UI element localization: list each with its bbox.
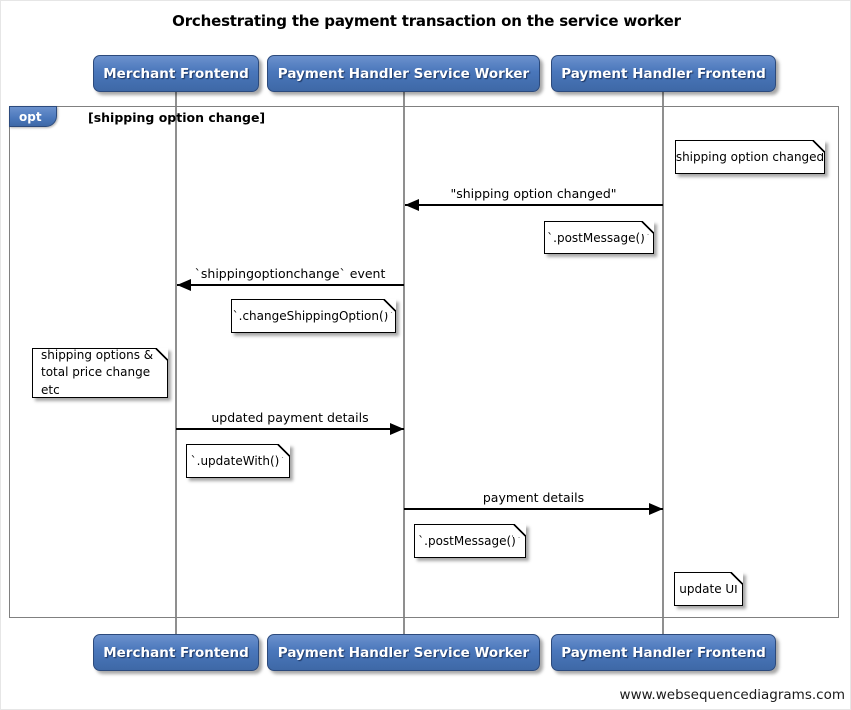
actor-bottom-payment-handler-service-worker: Payment Handler Service Worker: [267, 634, 540, 671]
message-4-label: payment details: [482, 490, 585, 505]
message-2-arrowhead-left-icon: [177, 279, 191, 291]
message-1-arrowhead-left-icon: [405, 199, 419, 211]
actor-top-payment-handler-service-worker: Payment Handler Service Worker: [267, 55, 540, 92]
note-update-ui: update UI: [674, 572, 743, 606]
actor-bottom-merchant-frontend: Merchant Frontend: [93, 634, 259, 671]
note-shipping-option-changed: shipping option changed: [675, 140, 825, 174]
lifeline-payment-handler-frontend: [662, 92, 664, 634]
diagram-title: Orchestrating the payment transaction on…: [172, 12, 681, 30]
websequencediagrams-credit: www.websequencediagrams.com: [619, 687, 845, 703]
message-4-line: [404, 508, 663, 510]
message-2-line: [177, 284, 404, 286]
message-2-label: `shippingoptionchange` event: [194, 266, 386, 281]
opt-frame: opt [shipping option change]: [9, 106, 839, 618]
message-4-arrowhead-right-icon: [649, 503, 663, 515]
lifeline-merchant-frontend: [175, 92, 177, 634]
note-updatewith: `.updateWith()`: [186, 444, 290, 478]
actor-top-payment-handler-frontend: Payment Handler Frontend: [551, 55, 776, 92]
message-3-arrowhead-right-icon: [390, 423, 404, 435]
message-1-label: "shipping option changed": [450, 186, 617, 201]
message-1-line: [405, 204, 663, 206]
lifeline-payment-handler-service-worker: [403, 92, 405, 634]
actor-bottom-payment-handler-frontend: Payment Handler Frontend: [551, 634, 776, 671]
note-postmessage-2: `.postMessage()`: [414, 524, 526, 558]
note-postmessage-1: `.postMessage()`: [544, 221, 654, 254]
note-shipping-options-total-price: shipping options & total price change et…: [32, 348, 168, 398]
message-3-label: updated payment details: [211, 410, 369, 425]
actor-top-merchant-frontend: Merchant Frontend: [93, 55, 259, 92]
message-3-line: [176, 428, 404, 430]
opt-frame-condition-label: [shipping option change]: [88, 110, 266, 125]
note-changeshippingoption: `.changeShippingOption()`: [231, 299, 396, 333]
opt-frame-operator-tab: opt: [9, 106, 57, 127]
